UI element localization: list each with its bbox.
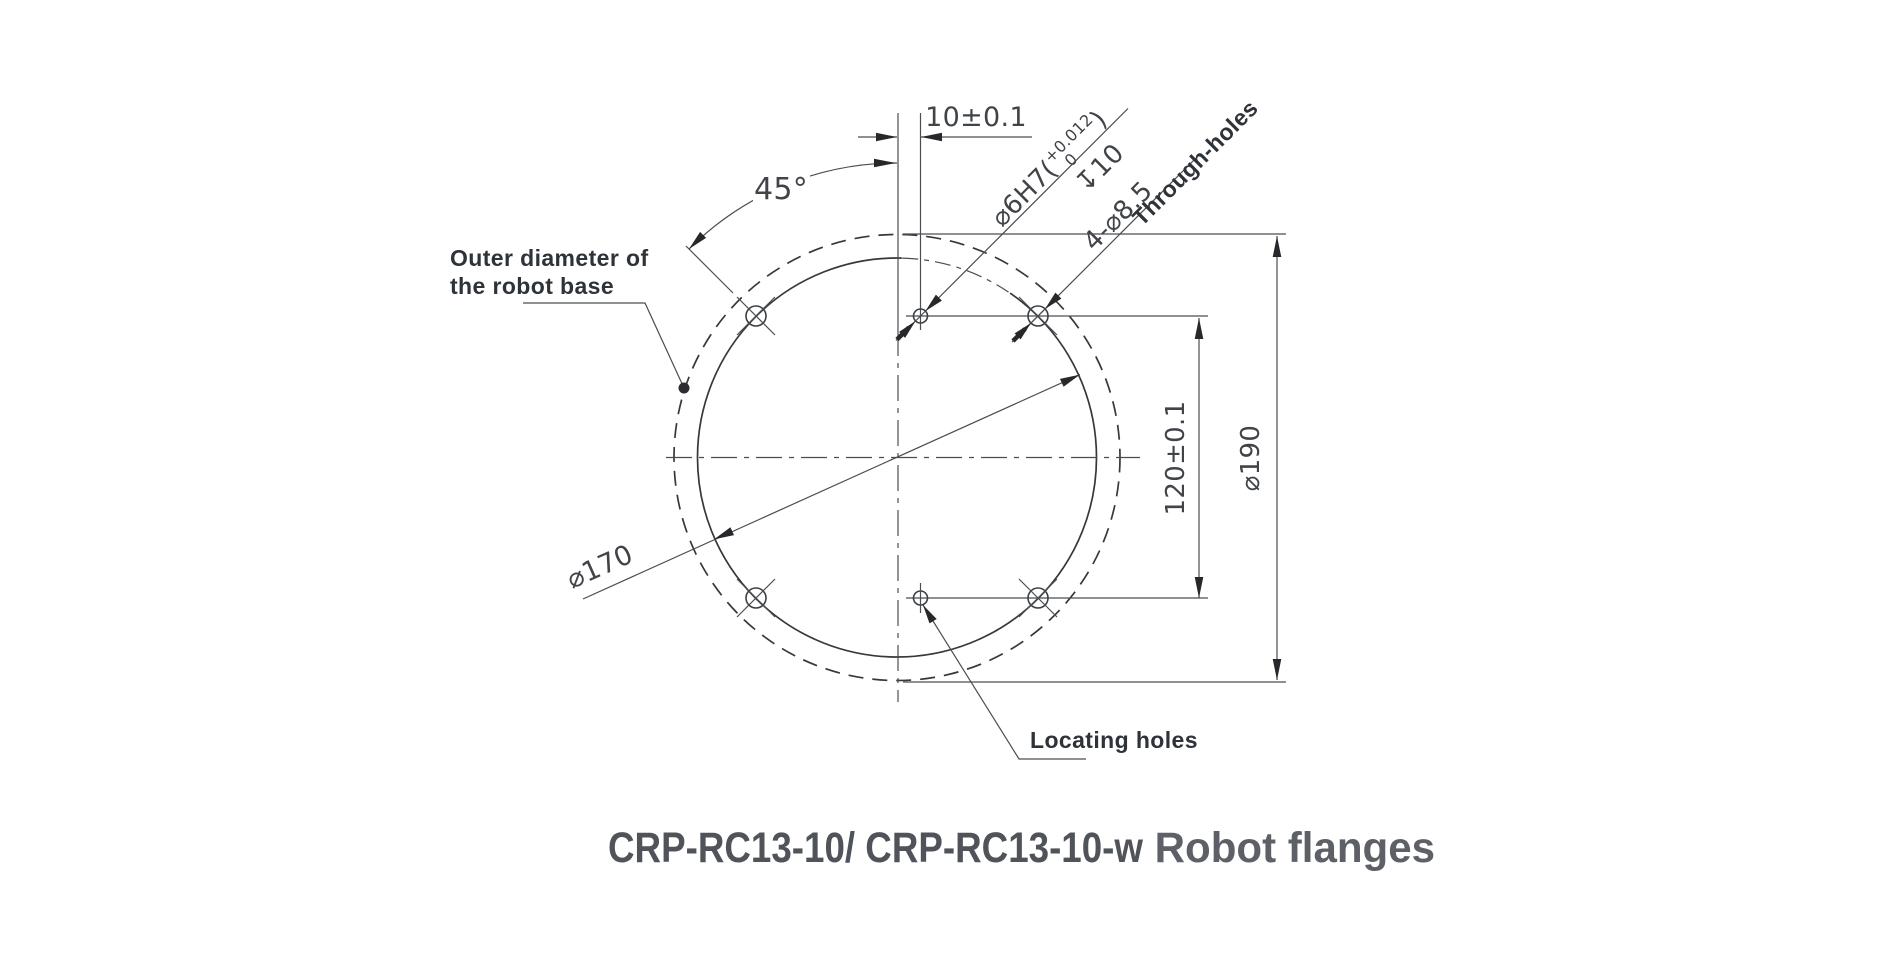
through-hole-top-left xyxy=(736,296,776,336)
dim-offset-10: 10±0.1 xyxy=(858,102,1032,142)
locating-hole-top xyxy=(912,308,929,324)
bolt-circle-dim-text: ⌀170 xyxy=(562,539,638,595)
leader-dot xyxy=(678,382,690,394)
bolt-circle-centerline-arc xyxy=(902,257,1009,293)
outer-diameter-dim-text: ⌀190 xyxy=(1236,425,1266,491)
dim-bolt-circle-170: ⌀170 xyxy=(562,374,1081,600)
drawing-title: CRP-RC13-10/ CRP-RC13-10-w Robot flanges xyxy=(608,824,1435,872)
top-left-hole-radial-line xyxy=(685,245,734,294)
through-hole-bottom-left xyxy=(736,578,776,618)
center-lines xyxy=(666,113,1208,702)
locating-holes-label: Locating holes xyxy=(1030,727,1198,753)
through-hole-bottom-right xyxy=(1018,578,1058,618)
locating-holes xyxy=(912,308,929,613)
outer-diameter-label-line1: Outer diameter of xyxy=(450,245,649,271)
offset-dim-text: 10±0.1 xyxy=(925,102,1027,133)
dim-spacing-120: 120±0.1 xyxy=(1161,318,1204,598)
dim-outer-190: ⌀190 xyxy=(903,233,1286,683)
bolt-circle-gap-mask xyxy=(901,255,1012,296)
dim-angle-45: 45° xyxy=(688,158,898,250)
outer-diameter-label-line2: the robot base xyxy=(450,273,614,299)
callout-through-hole-spec: 4-⌀8.5 Through-holes xyxy=(1011,95,1263,343)
drawing-title-descriptor: Robot flanges xyxy=(1143,824,1435,872)
through-holes-label: Through-holes xyxy=(1127,95,1263,231)
label-locating-holes: Locating holes xyxy=(922,604,1198,760)
drawing-title-models: CRP-RC13-10/ CRP-RC13-10-w xyxy=(608,824,1143,872)
hole-spacing-dim-text: 120±0.1 xyxy=(1161,401,1191,516)
label-outer-diameter: Outer diameter of the robot base xyxy=(450,245,690,394)
locating-hole-depth-text: ↧10 xyxy=(1070,138,1131,199)
angle-dim-text: 45° xyxy=(754,172,808,207)
